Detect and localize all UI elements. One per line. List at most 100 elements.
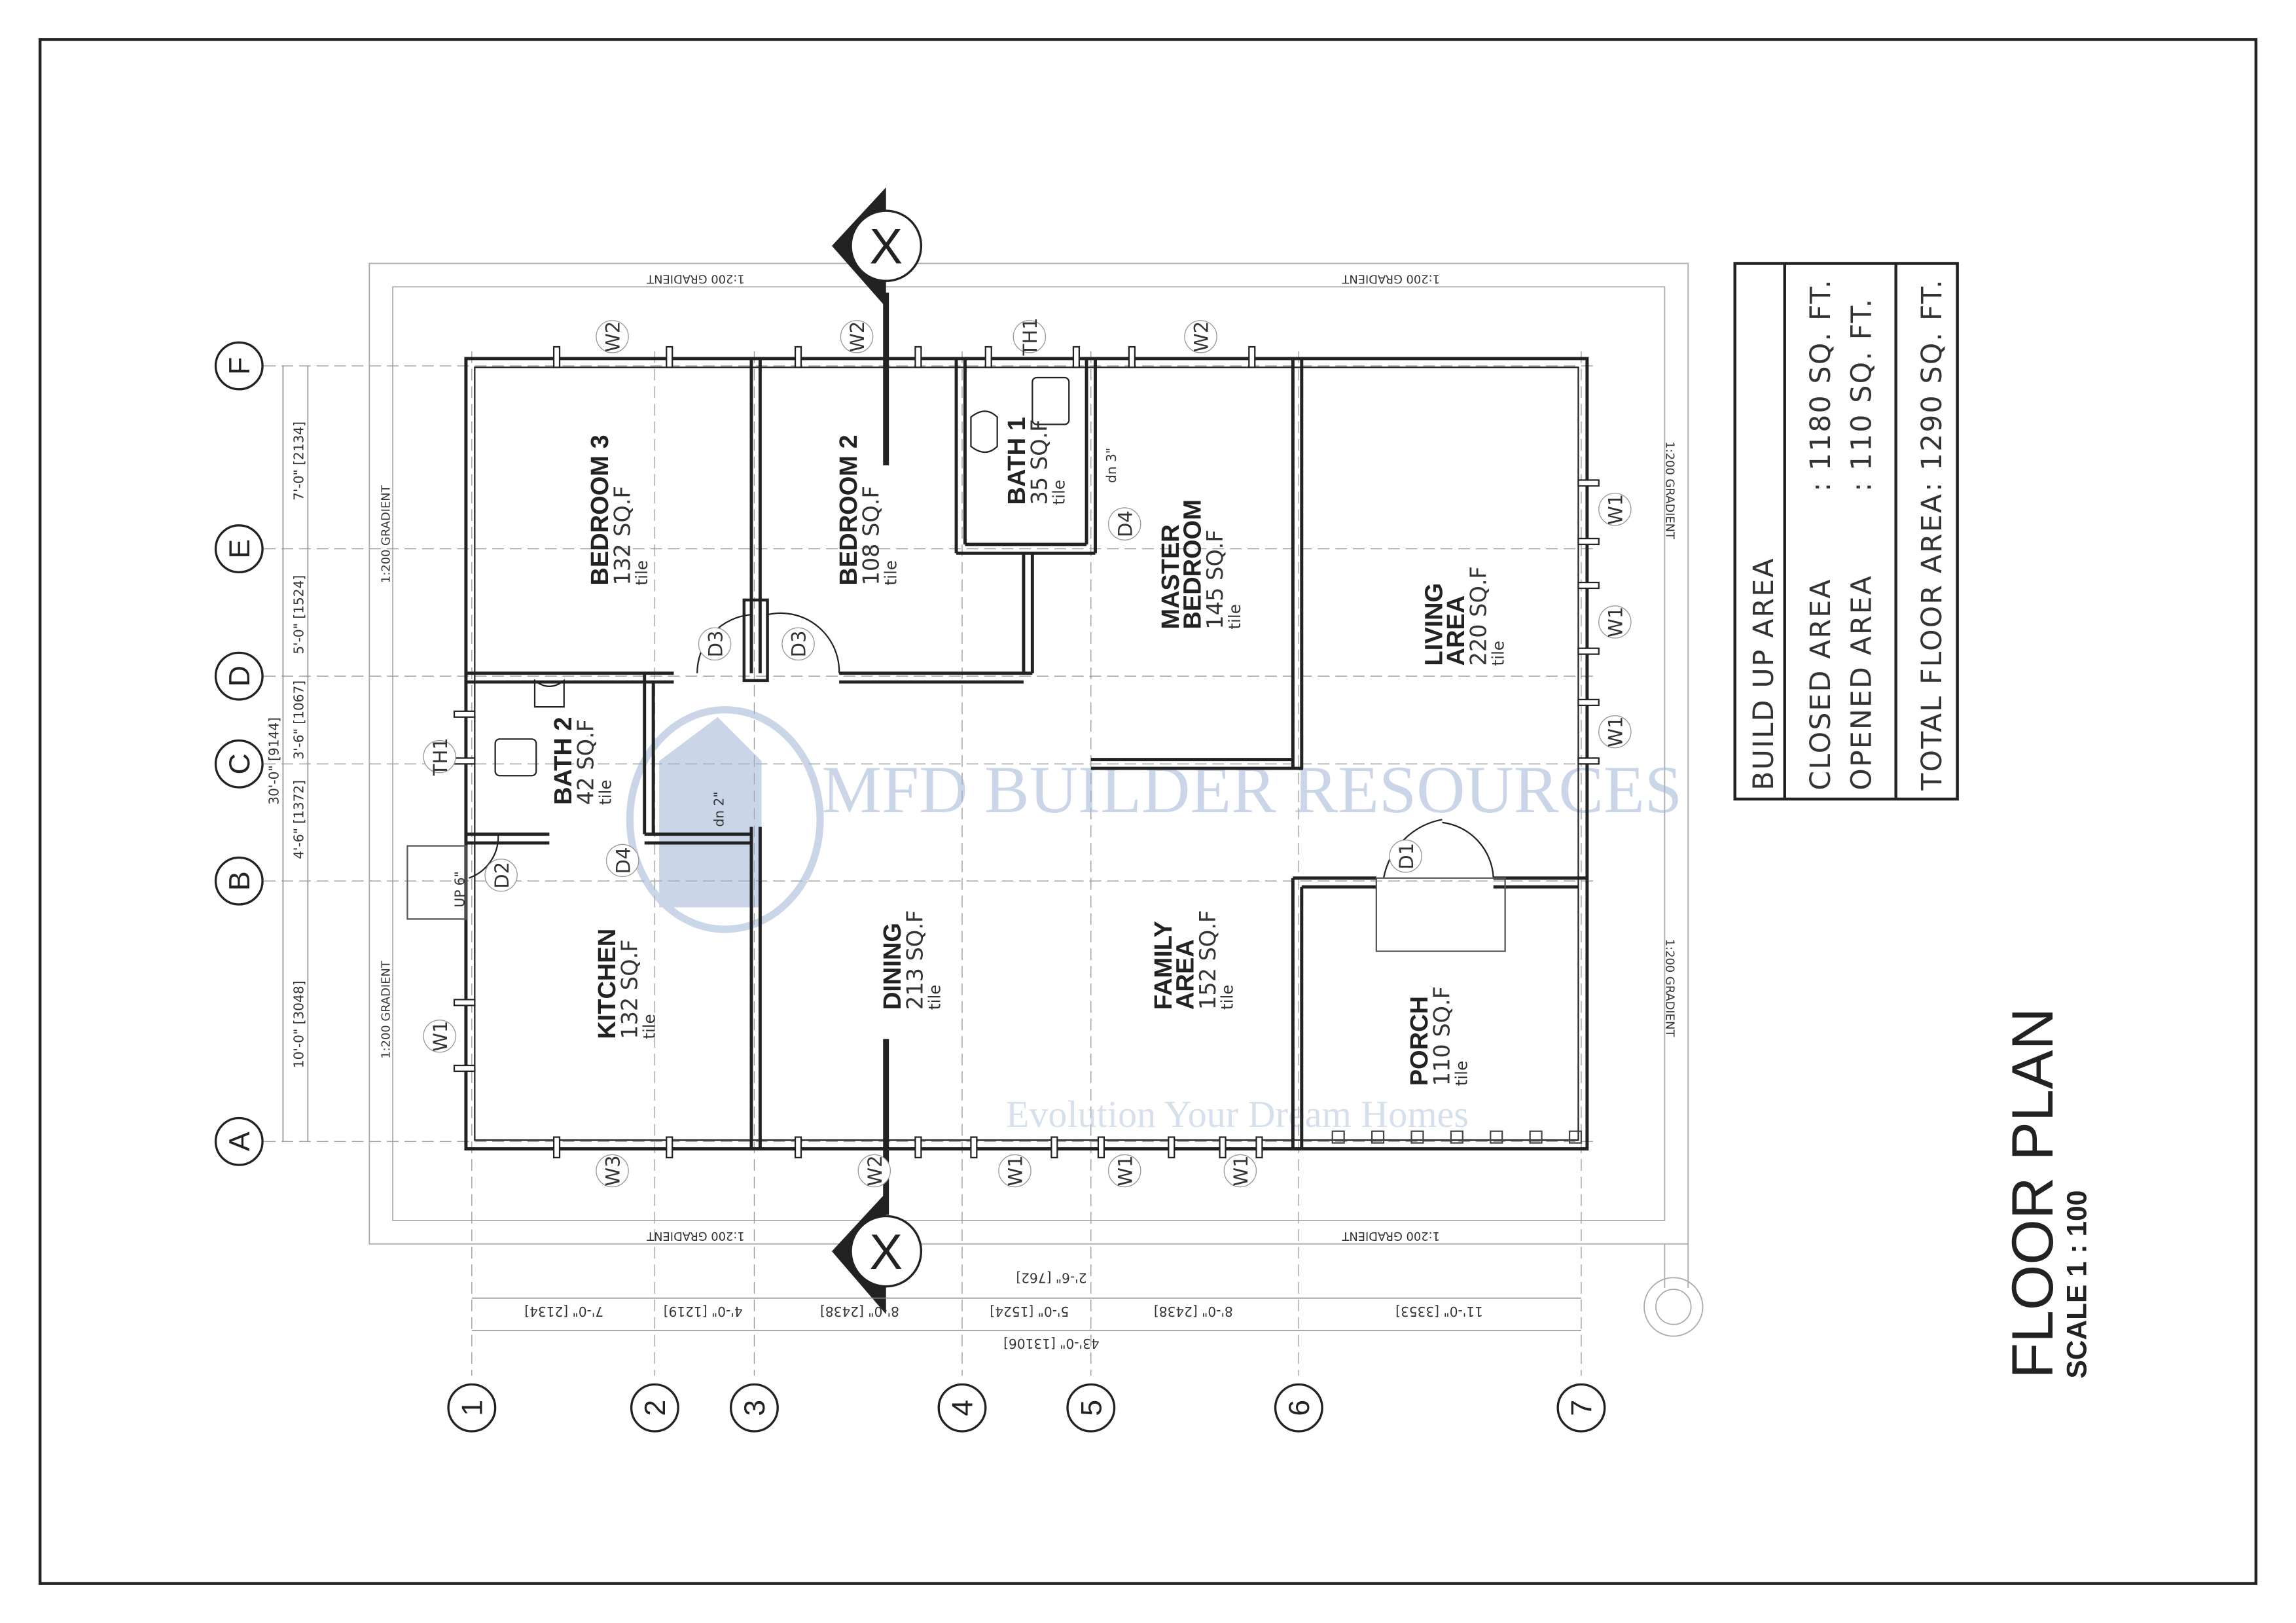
window-jamb [794, 1136, 802, 1158]
dimension-text: 5'-0" [1524] [990, 1304, 1069, 1319]
grid-bubble-col [447, 1383, 497, 1433]
dimension-total: 43'-0" [13106] [1003, 1336, 1099, 1351]
sheet-border [38, 38, 2258, 1585]
window-jamb [794, 346, 802, 368]
room-area: 110 SQ.F [1429, 986, 1455, 1086]
window-jamb [1248, 346, 1256, 368]
window-jamb [984, 346, 992, 368]
bath-fixtures [494, 376, 1070, 777]
opening-tag-circle [1107, 507, 1141, 541]
grid-row-label: B [224, 871, 256, 891]
room-area: 213 SQ.F [903, 910, 928, 1010]
room-floor: tile [881, 560, 900, 585]
room-name: DINING [879, 923, 906, 1010]
window-jamb [1255, 1136, 1263, 1158]
opening-tag: TH1 [429, 738, 452, 776]
grid-col-label: 2 [639, 1400, 672, 1416]
porch-steps [1375, 877, 1506, 952]
grid-row-label: F [224, 357, 256, 374]
dimension-text: 4'-0" [1219] [664, 1304, 743, 1319]
dimension-text: 4'-6" [1372] [291, 780, 307, 859]
window-jamb [453, 999, 476, 1007]
grid-col-label: 7 [1566, 1400, 1598, 1416]
room-floor: tile [1225, 604, 1244, 629]
window-jamb [1577, 537, 1600, 546]
porch-post [1331, 1130, 1345, 1144]
opening-tag-circle [1598, 605, 1632, 639]
area-row-label: OPENED AREA [1846, 575, 1878, 791]
room-name: AREA [1172, 939, 1199, 1010]
grid-bubble-row [214, 341, 264, 391]
plot-boundary [368, 262, 1689, 1245]
opening-tag-circle [596, 1154, 629, 1188]
grid-bubble-col [1274, 1383, 1323, 1433]
drawing-title: FLOOR PLAN [2000, 1008, 2065, 1379]
grid-bubble-col [937, 1383, 987, 1433]
watermark-building-icon [659, 717, 762, 908]
opening-tag-circle [484, 859, 518, 892]
grid-bubble-col [630, 1383, 679, 1433]
window-jamb [1128, 346, 1136, 368]
opening-tag-circle [840, 320, 874, 353]
grid-lines [264, 351, 1596, 1376]
walls [406, 357, 1589, 1150]
opening-tag: W1 [1114, 1155, 1136, 1186]
window-jamb [1097, 1136, 1105, 1158]
porch-post [1371, 1130, 1385, 1144]
window-jamb [1577, 698, 1600, 706]
room-floor: tile [1488, 641, 1507, 666]
opening-tag-circle [605, 844, 639, 878]
room-name: PORCH [1406, 996, 1433, 1086]
room-name: BEDROOM 2 [835, 435, 863, 585]
opening-tag-circle [1184, 320, 1217, 353]
grid-bubble-row [214, 856, 264, 906]
section-marker-bottom: X [831, 1039, 923, 1315]
window-jamb [453, 1064, 476, 1073]
step-note: dn 2" [711, 792, 726, 827]
grid-col-label: 1 [457, 1400, 489, 1416]
opening-tag: W1 [1230, 1155, 1252, 1186]
opening-tag: D4 [1114, 510, 1136, 537]
grid-bubble-col [1556, 1383, 1606, 1433]
dimension-text: 3'-6" [1067] [291, 681, 307, 760]
grid-row-label: C [224, 753, 256, 774]
window-jamb [1577, 757, 1600, 765]
room-area: 132 SQ.F [617, 939, 643, 1039]
opening-tag-circle [698, 627, 732, 661]
opening-tag-circle [596, 320, 629, 353]
exterior-wall-outer [464, 357, 1589, 1150]
window-jamb [1072, 346, 1081, 368]
opening-tag: W2 [1191, 321, 1213, 352]
window-jamb [1168, 1136, 1175, 1158]
room-name: KITCHEN [594, 929, 621, 1039]
grid-col-label: 4 [947, 1400, 979, 1416]
window-jamb [1219, 1136, 1227, 1158]
window-jamb [1577, 647, 1600, 655]
grid-bubble-row [214, 524, 264, 574]
room-floor: tile [1452, 1061, 1471, 1086]
window-jamb [914, 1136, 922, 1158]
dimensions: 7'-0" [2134]4'-0" [1219]8'-0" [2438]5'-0… [266, 366, 1581, 1351]
area-total-value: : 1290 SQ. FT. [1916, 278, 1948, 491]
opening-tag-circle [1013, 320, 1047, 353]
area-row-label: CLOSED AREA [1805, 578, 1837, 790]
plot-boundary-inner [392, 286, 1666, 1221]
window-jamb [453, 710, 476, 718]
room-floor: tile [596, 780, 615, 805]
opening-tag: D1 [1395, 843, 1418, 870]
washbasin-icon [970, 410, 998, 454]
opening-tag: W2 [864, 1155, 886, 1186]
area-total-label: TOTAL FLOOR AREA [1916, 493, 1948, 791]
watermark-brand: MFD BUILDER RESOURCES [822, 753, 1683, 827]
watermark: MFD BUILDER RESOURCES Evolution Your Dre… [626, 705, 1683, 1135]
room-floor: tile [639, 1014, 658, 1039]
grid-row-label: A [224, 1132, 256, 1151]
gradient-label: 1:200 GRADIENT [1663, 441, 1677, 539]
dimension-text: 7'-0" [2134] [524, 1304, 603, 1319]
window-jamb [970, 1136, 978, 1158]
